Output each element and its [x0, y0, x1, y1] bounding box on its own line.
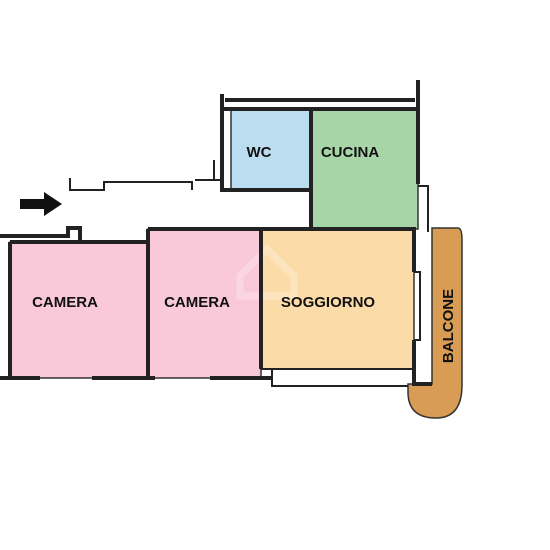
- label-wc: WC: [247, 144, 272, 161]
- label-camera-left: CAMERA: [32, 294, 98, 311]
- entrance-arrow-icon: [20, 192, 62, 216]
- walls: [0, 80, 432, 387]
- label-soggiorno: SOGGIORNO: [281, 294, 376, 311]
- label-cucina: CUCINA: [321, 144, 379, 161]
- room-cucina: [310, 108, 419, 230]
- room-wc: [230, 108, 312, 190]
- label-balcone: BALCONE: [440, 289, 457, 363]
- label-camera-center: CAMERA: [164, 294, 230, 311]
- room-camera-left: [9, 241, 149, 379]
- room-soggiorno: [260, 228, 415, 370]
- room-balcone: [407, 227, 463, 419]
